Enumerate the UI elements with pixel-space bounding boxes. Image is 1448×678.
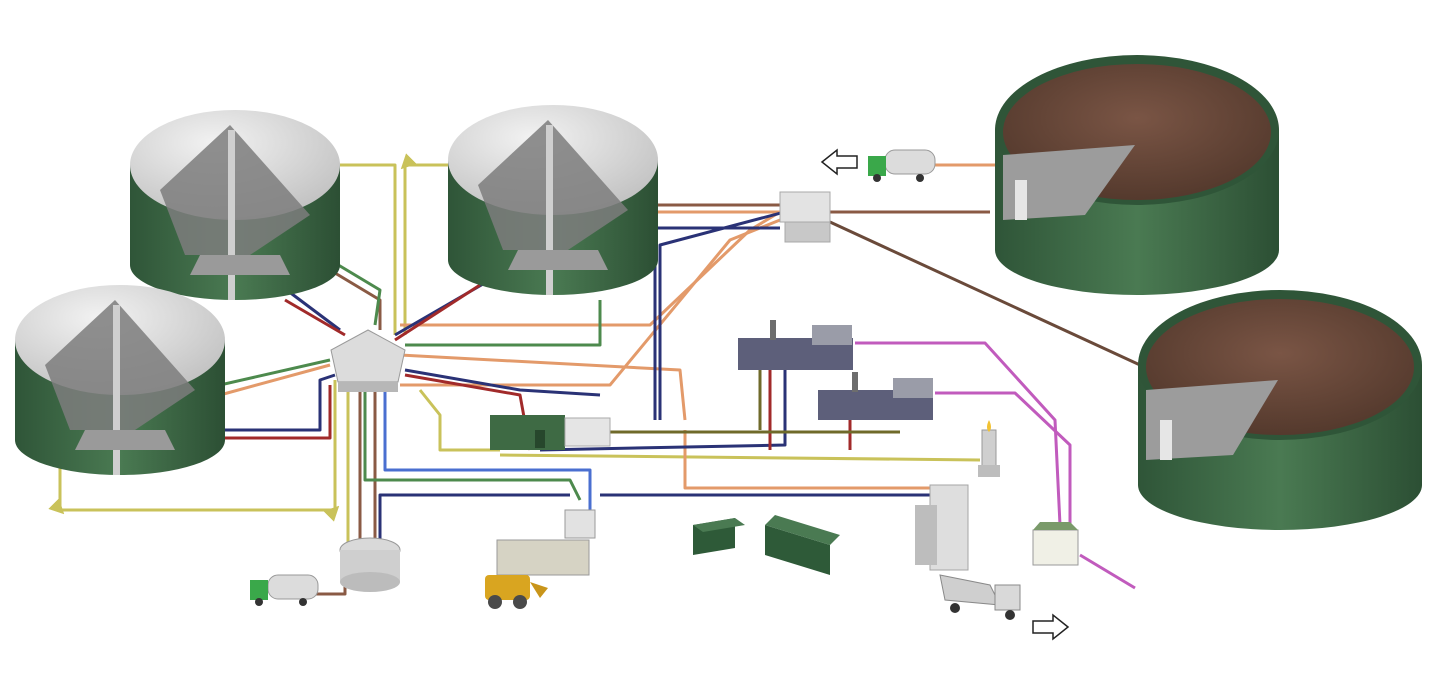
pipe-navy: [378, 493, 570, 540]
pipe-green: [329, 258, 382, 326]
office-container-1: [693, 518, 745, 555]
pipe-navy: [404, 368, 601, 397]
pump-hub: [330, 329, 406, 392]
pipe-olive: [499, 453, 981, 462]
office-container-2: [765, 515, 840, 575]
pipe-magenta: [1079, 553, 1136, 590]
digester-3: [15, 285, 225, 475]
hollow-arrow-left-icon: [820, 148, 858, 176]
pipe-brown: [310, 585, 347, 596]
separator: [915, 484, 969, 571]
gas-flare: [978, 420, 1000, 477]
pipe-green: [405, 300, 602, 347]
chp-unit-1: [738, 320, 853, 370]
pipe-red: [215, 385, 332, 440]
wheel-loader: [485, 575, 548, 609]
tanker-truck-1: [868, 149, 936, 182]
pipe-magenta: [935, 391, 1072, 525]
feed-hopper: [496, 509, 596, 576]
pipe-navy: [210, 373, 336, 432]
pipe-network: [48, 153, 1141, 596]
pipe-salmon: [400, 218, 781, 387]
pipe-green: [363, 385, 582, 501]
pipe-brown: [329, 268, 382, 330]
pipe-olive: [400, 153, 450, 335]
pipe-salmon: [399, 353, 687, 421]
pipe-red: [284, 298, 346, 337]
hollow-arrow-right-icon: [1032, 613, 1070, 641]
digester-1: [130, 110, 340, 300]
pipe-salmon: [219, 363, 331, 397]
tipper-truck: [939, 574, 1021, 620]
pipe-green: [219, 358, 331, 387]
control-room: [490, 415, 611, 450]
storage-lagoon-2: [1138, 290, 1422, 530]
pipe-salmon: [683, 430, 930, 490]
pipe-navy: [539, 360, 787, 452]
chp-unit-2: [818, 372, 933, 420]
transformer: [1032, 522, 1079, 566]
receiving-tank: [339, 537, 401, 592]
pipe-magenta: [855, 341, 1062, 526]
pipe-blue: [383, 385, 592, 510]
pipe-salmon: [400, 210, 782, 327]
pipe-navy: [658, 198, 831, 420]
pipe-brown: [829, 220, 1141, 367]
pipe-olive: [335, 163, 397, 335]
storage-lagoon-1: [995, 55, 1279, 295]
tanker-truck-2: [250, 574, 319, 606]
pipe-olive: [418, 389, 500, 452]
pipe-red: [394, 283, 481, 342]
valve-box: [779, 191, 831, 243]
digester-2: [448, 105, 658, 295]
